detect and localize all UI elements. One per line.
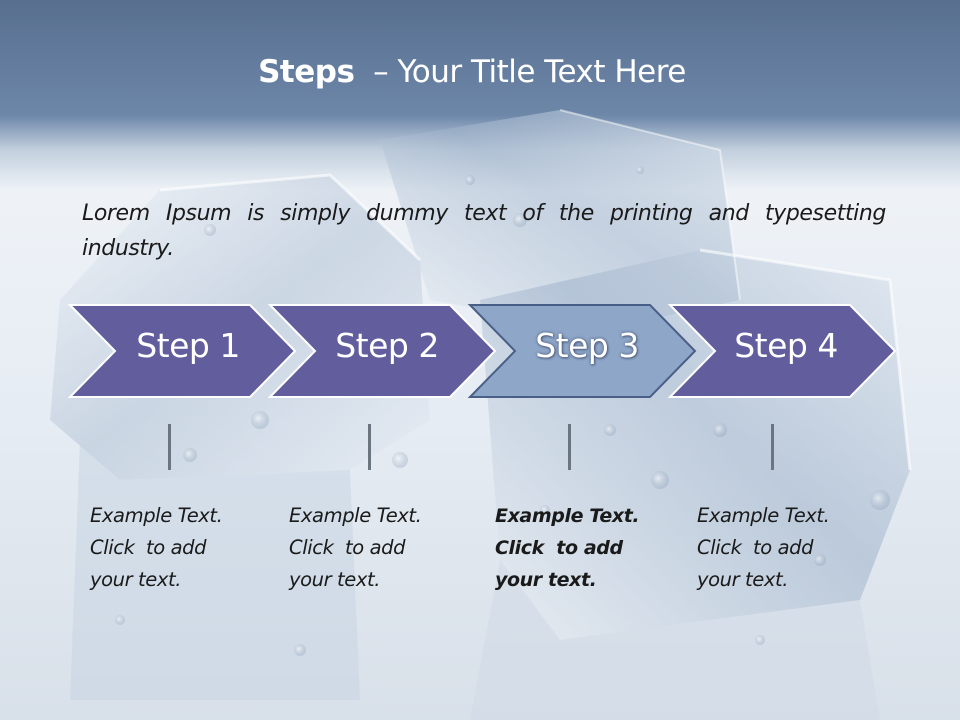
step-3-line-3: your text.	[495, 569, 597, 591]
step-3-chevron[interactable]	[467, 304, 697, 398]
step-1-connector	[168, 424, 171, 470]
step-2-chevron[interactable]	[267, 304, 497, 398]
step-3-label: Step 3	[535, 326, 639, 365]
step-3-line-2: Click to add	[495, 537, 623, 559]
step-2-description[interactable]: Example Text. Click to add your text.	[289, 500, 459, 596]
intro-text[interactable]: Lorem Ipsum is simply dummy text of the …	[82, 201, 886, 261]
step-2-line-2: Click to add	[289, 536, 406, 559]
step-4-line-1: Example Text.	[697, 504, 830, 527]
step-2-line-3: your text.	[289, 568, 381, 591]
step-4-label: Step 4	[734, 326, 838, 365]
step-2-line-1: Example Text.	[289, 504, 422, 527]
step-2-connector	[368, 424, 371, 470]
step-3-line-1: Example Text.	[495, 505, 640, 527]
step-1-label: Step 1	[136, 326, 240, 365]
title-text-part: – Your Title Text Here	[354, 54, 686, 90]
step-4-connector	[771, 424, 774, 470]
step-1-description[interactable]: Example Text. Click to add your text.	[90, 500, 260, 596]
step-chevrons	[67, 304, 897, 398]
step-3-description[interactable]: Example Text. Click to add your text.	[495, 500, 665, 596]
step-4-description[interactable]: Example Text. Click to add your text.	[697, 500, 867, 596]
title-bold-part: Steps	[258, 54, 355, 90]
step-4-line-2: Click to add	[697, 536, 814, 559]
step-4-line-3: your text.	[697, 568, 789, 591]
step-1-line-2: Click to add	[90, 536, 207, 559]
step-1-line-3: your text.	[90, 568, 182, 591]
step-3-connector	[568, 424, 571, 470]
slide-title[interactable]: Steps – Your Title Text Here	[0, 54, 944, 90]
step-2-label: Step 2	[335, 326, 439, 365]
step-1-chevron[interactable]	[67, 304, 297, 398]
step-4-chevron[interactable]	[667, 304, 897, 398]
step-1-line-1: Example Text.	[90, 504, 223, 527]
